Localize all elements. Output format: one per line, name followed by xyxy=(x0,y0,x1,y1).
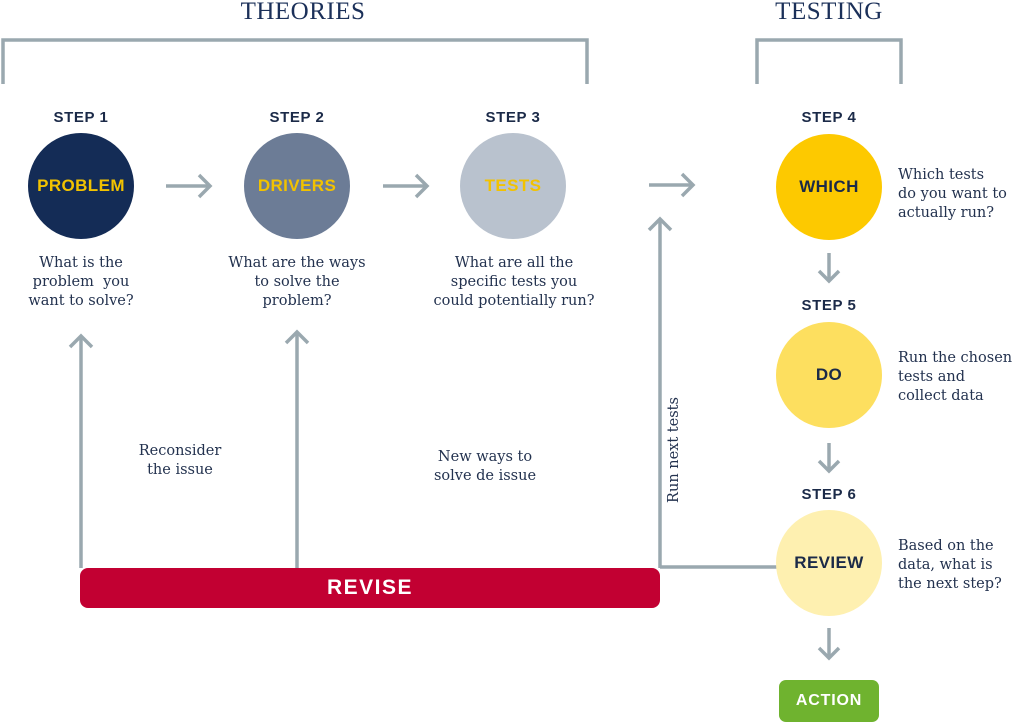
step2-label: STEP 2 xyxy=(269,109,325,126)
arrow-step2-step3 xyxy=(383,173,430,199)
action-button: ACTION xyxy=(779,680,879,722)
which-circle-label: WHICH xyxy=(799,177,859,196)
reconsider-line: the issue xyxy=(147,462,213,478)
review-desc-line: data, what is xyxy=(898,557,993,573)
tests-desc-line: What are all the xyxy=(454,255,574,271)
action-label: ACTION xyxy=(795,692,863,709)
arrow-step4-step5 xyxy=(817,253,841,284)
tests-desc-line: specific tests you xyxy=(450,274,578,290)
arrow-step3-step4 xyxy=(649,172,696,198)
problem-circle: PROBLEM xyxy=(28,133,134,239)
step4-label: STEP 4 xyxy=(801,109,857,126)
problem-desc-line: What is the xyxy=(39,255,123,271)
which-desc-line: actually run? xyxy=(898,205,995,221)
drivers-desc-line: problem? xyxy=(262,293,332,309)
new-ways-line: solve de issue xyxy=(433,468,537,484)
tests-desc-line: could potentially run? xyxy=(433,293,595,309)
theories-bracket xyxy=(1,38,589,84)
drivers-desc-line: to solve the xyxy=(254,274,340,290)
tests-circle: TESTS xyxy=(460,133,566,239)
testing-heading: TESTING xyxy=(775,0,883,25)
run-next-tests-label: Run next tests xyxy=(666,397,682,503)
testing-bracket xyxy=(755,38,903,84)
step1-label: STEP 1 xyxy=(53,109,109,126)
problem-desc-line: problem you xyxy=(32,274,130,290)
which-circle: WHICH xyxy=(776,134,882,240)
drivers-desc-line: What are the ways xyxy=(228,255,366,271)
which-description: Which tests do you want to actually run? xyxy=(898,166,1022,223)
arrow-revise-to-step2 xyxy=(284,329,310,568)
problem-desc-line: want to solve? xyxy=(28,293,134,309)
do-desc-line: tests and xyxy=(898,369,965,385)
review-desc-line: the next step? xyxy=(898,576,1002,592)
do-desc-line: collect data xyxy=(898,388,984,404)
arrow-revise-to-step4 xyxy=(647,216,673,568)
do-description: Run the chosen tests and collect data xyxy=(898,349,1022,406)
arrow-revise-to-step1 xyxy=(68,333,94,568)
revise-bar: REVISE xyxy=(80,568,660,608)
review-circle: REVIEW xyxy=(776,510,882,616)
tests-circle-label: TESTS xyxy=(484,176,542,195)
which-desc-line: Which tests xyxy=(898,167,985,183)
tests-description: What are all the specific tests you coul… xyxy=(410,254,618,311)
problem-description: What is the problem you want to solve? xyxy=(0,254,162,311)
reconsider-issue-label: Reconsider the issue xyxy=(105,442,255,480)
arrow-step5-step6 xyxy=(817,443,841,474)
review-circle-label: REVIEW xyxy=(794,553,864,572)
step3-label: STEP 3 xyxy=(485,109,541,126)
which-desc-line: do you want to xyxy=(898,186,1007,202)
step6-label: STEP 6 xyxy=(801,486,857,503)
reconsider-line: Reconsider xyxy=(138,443,222,459)
problem-circle-label: PROBLEM xyxy=(37,176,125,195)
drivers-circle: DRIVERS xyxy=(244,133,350,239)
drivers-description: What are the ways to solve the problem? xyxy=(207,254,387,311)
do-desc-line: Run the chosen xyxy=(898,350,1013,366)
step5-label: STEP 5 xyxy=(801,297,857,314)
revise-label: REVISE xyxy=(326,576,414,599)
arrow-step1-step2 xyxy=(166,173,213,199)
new-ways-label: New ways to solve de issue xyxy=(400,448,570,486)
do-circle-label: DO xyxy=(815,365,843,384)
new-ways-line: New ways to xyxy=(437,449,533,465)
arrow-step6-action xyxy=(817,628,841,661)
do-circle: DO xyxy=(776,322,882,428)
review-description: Based on the data, what is the next step… xyxy=(898,537,1022,594)
drivers-circle-label: DRIVERS xyxy=(257,176,337,195)
review-desc-line: Based on the xyxy=(898,538,994,554)
theories-heading: THEORIES xyxy=(240,0,366,25)
